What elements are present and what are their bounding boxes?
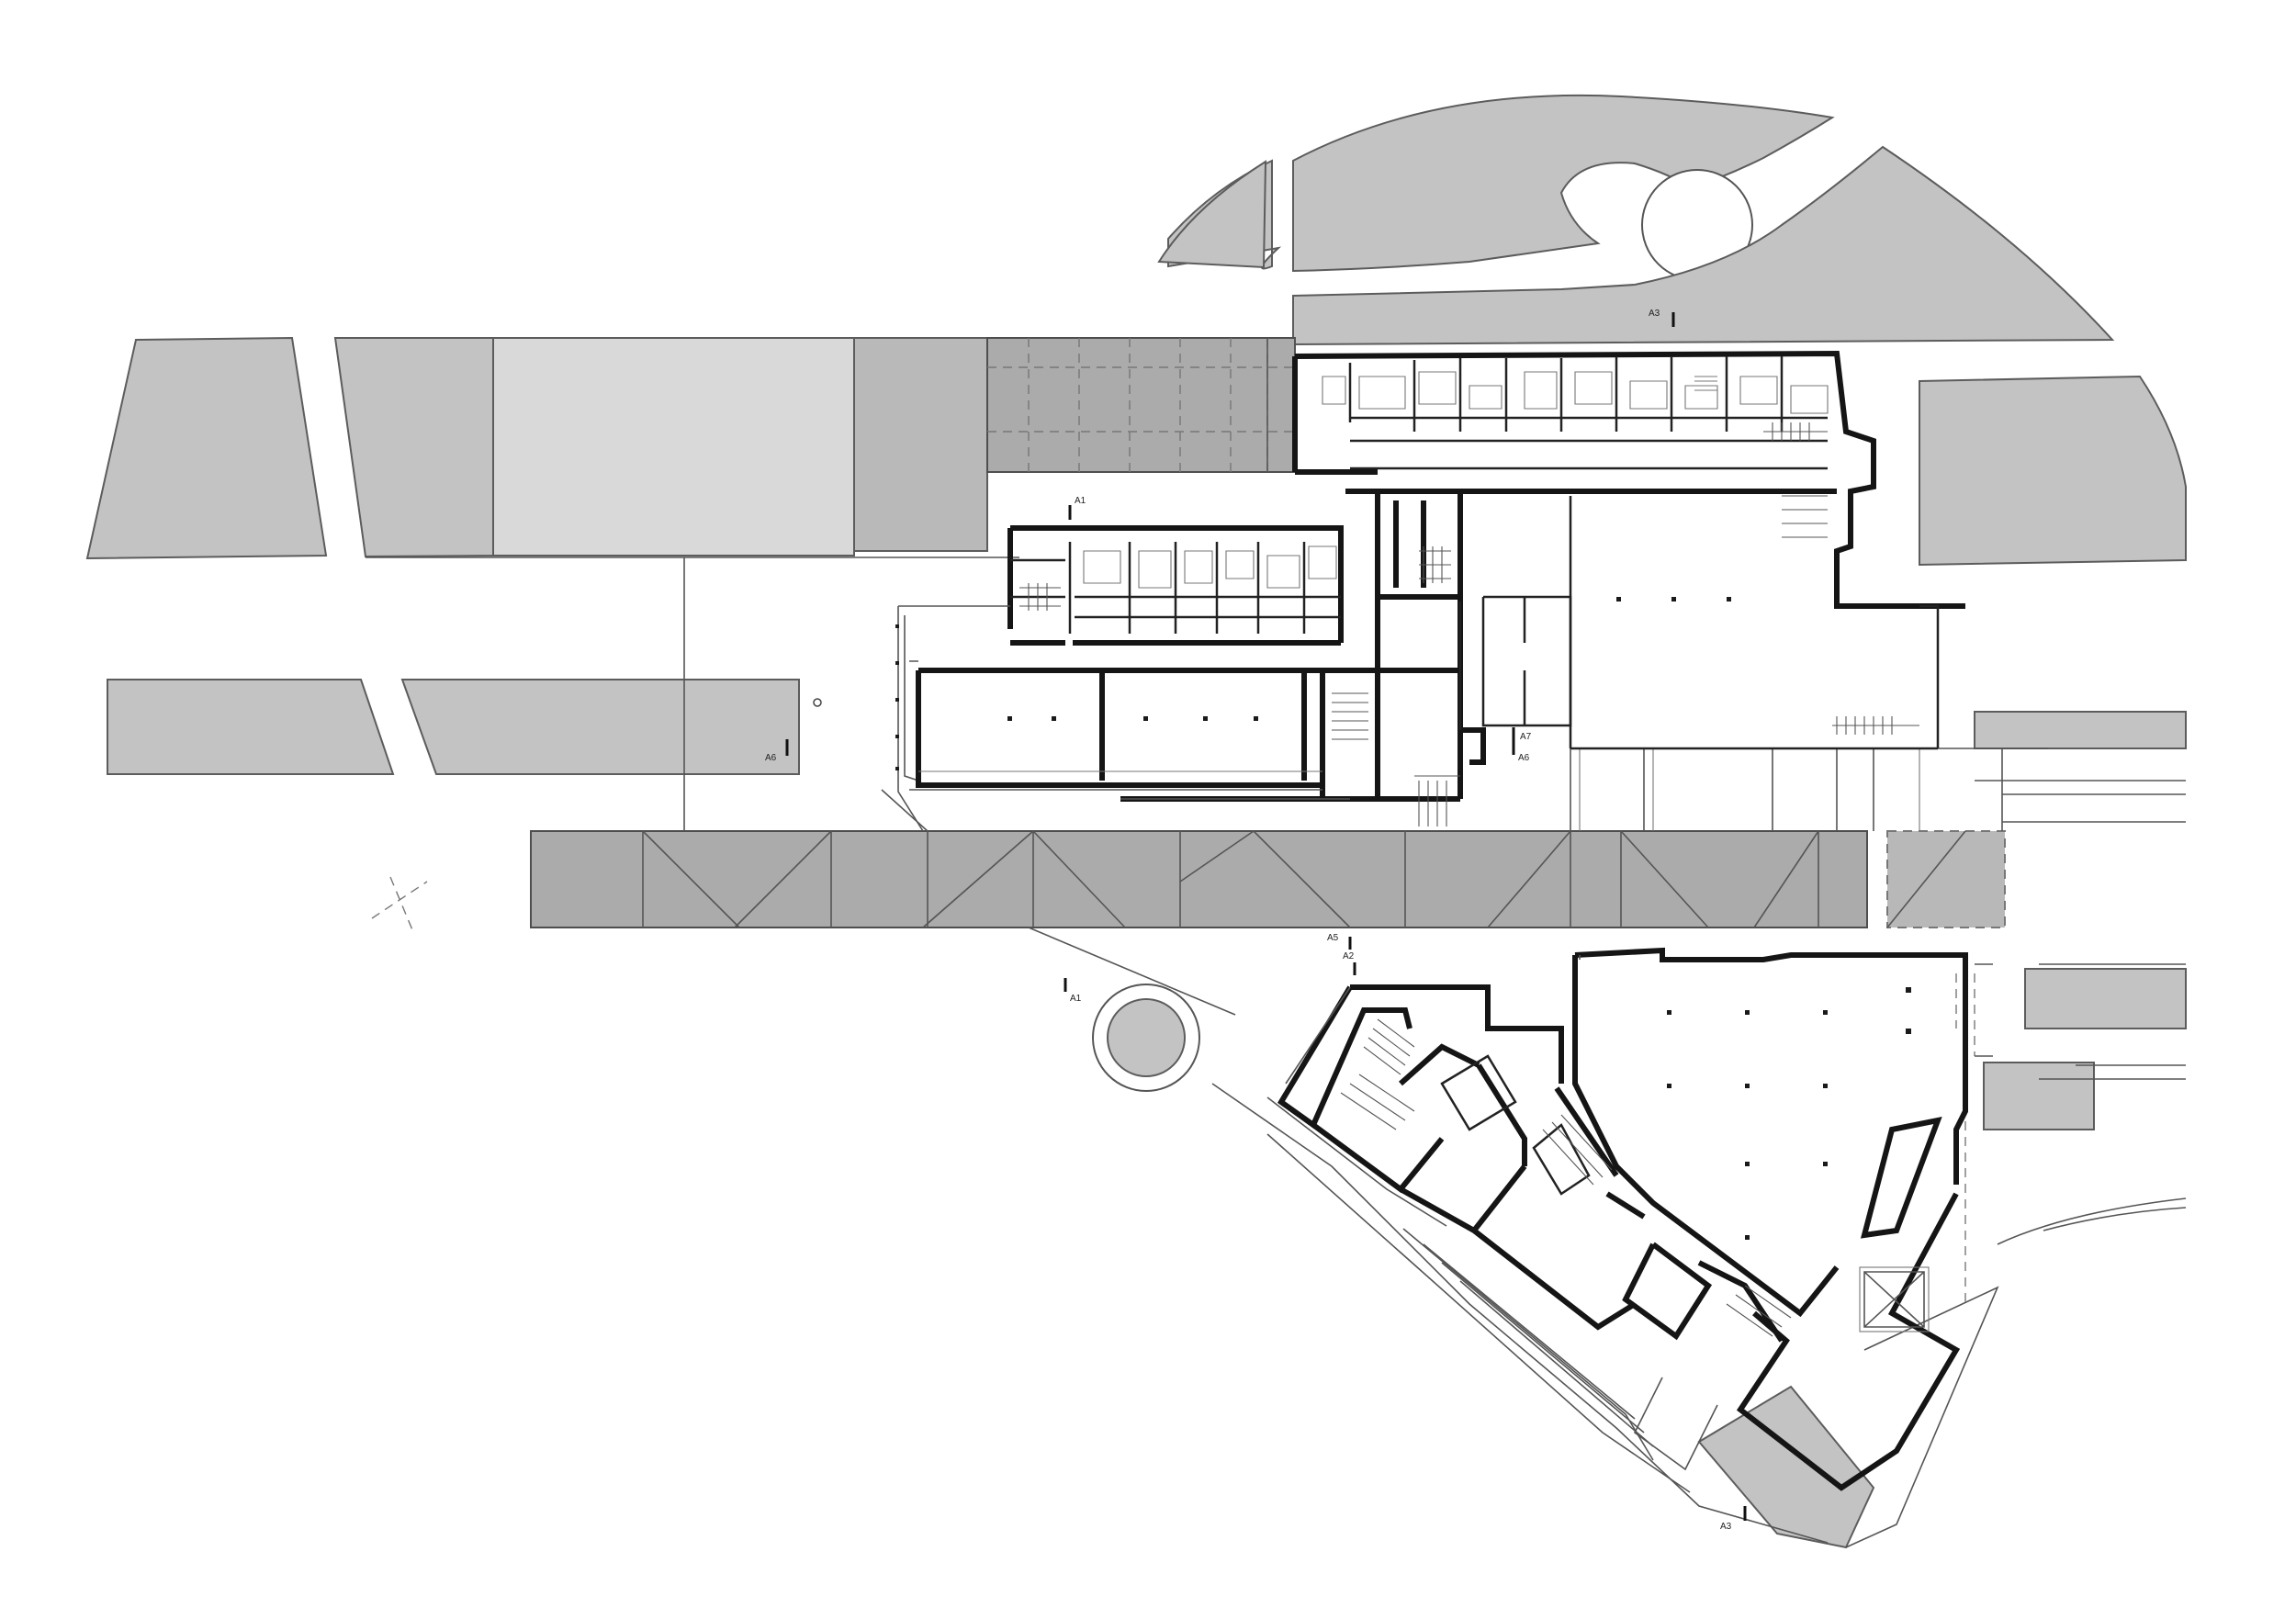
marker-a6-left: A6 xyxy=(765,739,789,763)
south-lawn xyxy=(1697,1385,1875,1549)
north-wing xyxy=(1292,350,1965,609)
marker-a7: A7 xyxy=(1512,727,1532,742)
canopy-east-dashed xyxy=(1886,830,2006,928)
svg-text:A6: A6 xyxy=(1518,753,1530,763)
west-lawn-4 xyxy=(107,679,395,775)
marker-a3-bottom: A3 xyxy=(1720,1506,1747,1532)
west-paving-light xyxy=(492,337,855,557)
east-strip-mid xyxy=(2024,968,2187,1029)
canopy-band xyxy=(530,830,2006,928)
south-large-hall xyxy=(1574,947,1968,1185)
svg-text:A1: A1 xyxy=(1075,496,1086,506)
columns xyxy=(895,597,1911,1240)
crescent-lawn-east xyxy=(1292,145,2115,346)
svg-text:A3: A3 xyxy=(1649,309,1660,319)
gallery-row xyxy=(909,660,1322,791)
svg-text:A1: A1 xyxy=(1070,994,1082,1004)
marker-a2: A2 xyxy=(1343,951,1356,975)
crescent-lawn-small xyxy=(1157,160,1267,269)
plaza-east-block xyxy=(1919,375,2187,567)
west-lawn-5 xyxy=(400,679,800,775)
svg-text:A3: A3 xyxy=(1720,1522,1732,1532)
central-hall xyxy=(1332,491,1940,826)
west-lawn-2 xyxy=(333,337,494,558)
svg-text:A5: A5 xyxy=(1327,933,1339,943)
marker-a3-top: A3 xyxy=(1649,309,1675,327)
lift-shaft-south xyxy=(1859,1266,1930,1332)
svg-text:A2: A2 xyxy=(1343,951,1355,961)
canopy-bays xyxy=(642,831,1819,928)
canopy-west xyxy=(530,830,1868,928)
survey-point xyxy=(813,698,822,707)
west-lawn-3 xyxy=(853,337,988,552)
section-markers: A1 A1 A2 A3 A3 A5 A6 A6 xyxy=(765,309,1747,1532)
landscape-zones xyxy=(85,94,2187,1549)
south-wing xyxy=(1266,947,1968,1491)
west-lawn-1 xyxy=(85,336,328,560)
site-lines xyxy=(366,557,2187,1548)
east-ramp-lower xyxy=(1983,1062,2095,1130)
canopy-braces xyxy=(642,830,1966,928)
svg-text:A7: A7 xyxy=(1520,732,1532,742)
middle-wing xyxy=(898,525,1380,802)
marker-a1-left: A1 xyxy=(1064,978,1082,1004)
north-arrow-cross xyxy=(371,876,428,933)
marker-a6-center: A6 xyxy=(1512,740,1530,763)
round-planter-inner xyxy=(1107,998,1186,1077)
north-wing-outline xyxy=(1294,350,1965,609)
marker-a1-top: A1 xyxy=(1068,496,1086,520)
svg-text:A6: A6 xyxy=(765,753,777,763)
middle-wing-outline xyxy=(916,525,1380,802)
hall-walls xyxy=(1375,491,1463,802)
east-strip-upper xyxy=(1974,711,2187,749)
pergola-zone xyxy=(986,337,1296,473)
marker-a5: A5 xyxy=(1327,933,1352,950)
crescent-lawn-upper xyxy=(1292,94,1835,273)
